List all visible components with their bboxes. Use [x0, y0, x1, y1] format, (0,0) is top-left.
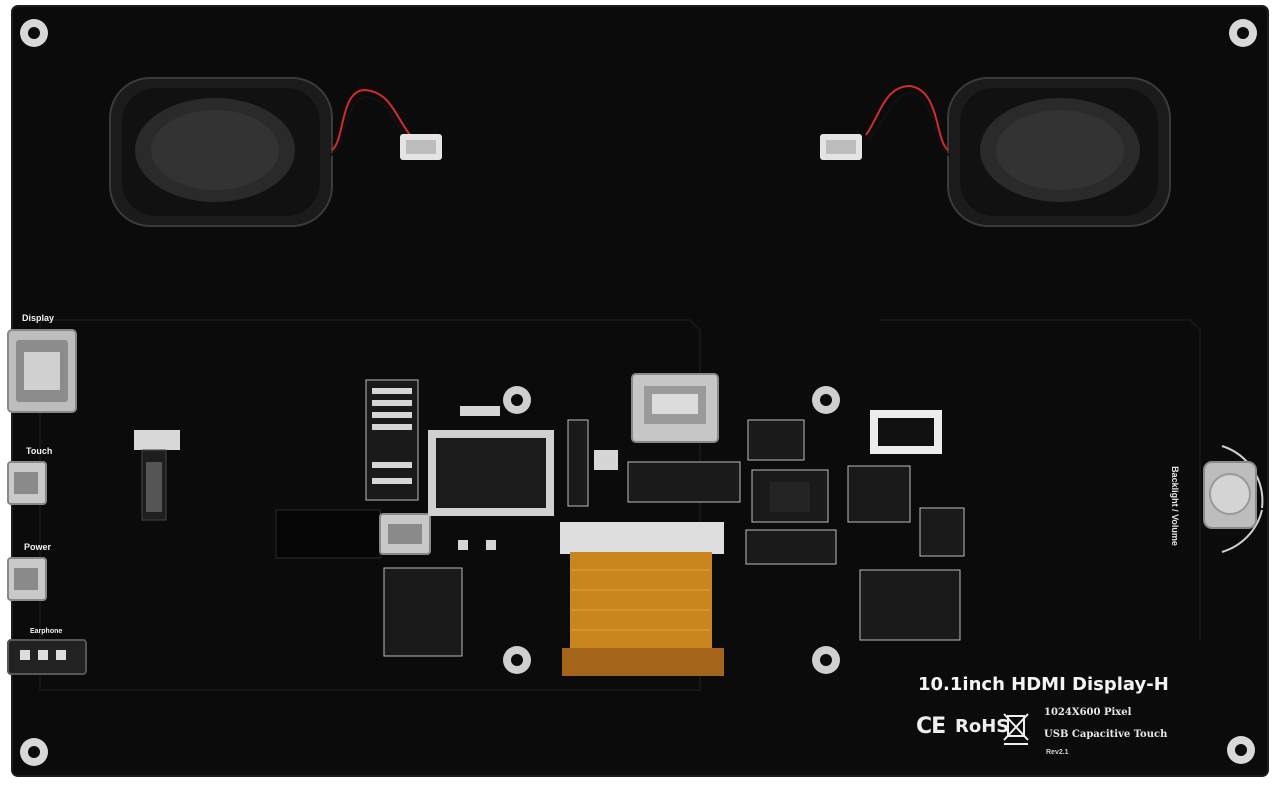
earphone-label: Earphone — [30, 628, 63, 635]
product-title: 10.1inch HDMI Display-H — [918, 674, 1169, 695]
ribbon-connector-left — [134, 430, 180, 521]
micro-usb-touch — [7, 461, 47, 505]
power-label: Power — [24, 542, 52, 552]
smd-components — [365, 379, 965, 657]
display-label: Display — [22, 313, 55, 323]
micro-usb-power — [7, 557, 47, 601]
rohs-mark: RoHS — [955, 716, 1010, 737]
weee-icon — [1003, 713, 1029, 745]
fpc-cable — [560, 522, 724, 676]
speaker-right — [820, 77, 1171, 227]
ce-mark: CE — [916, 714, 946, 739]
backlight-volume-knob — [1203, 445, 1264, 553]
backlight-volume-label-wrap: Backlight / Volume — [1168, 446, 1182, 566]
earphone-jack — [7, 639, 87, 675]
backlight-volume-label: Backlight / Volume — [1170, 466, 1180, 546]
touch-label: Touch — [26, 446, 53, 456]
micro-usb-center — [379, 513, 431, 555]
touch-type-text: USB Capacitive Touch — [1044, 729, 1168, 740]
main-chip — [428, 430, 554, 516]
hdmi-port-left — [7, 329, 77, 413]
resolution-text: 1024X600 Pixel — [1044, 707, 1132, 718]
hdmi-port-center — [631, 373, 719, 443]
speaker-left — [109, 77, 442, 227]
revision-text: Rev2.1 — [1046, 749, 1069, 756]
